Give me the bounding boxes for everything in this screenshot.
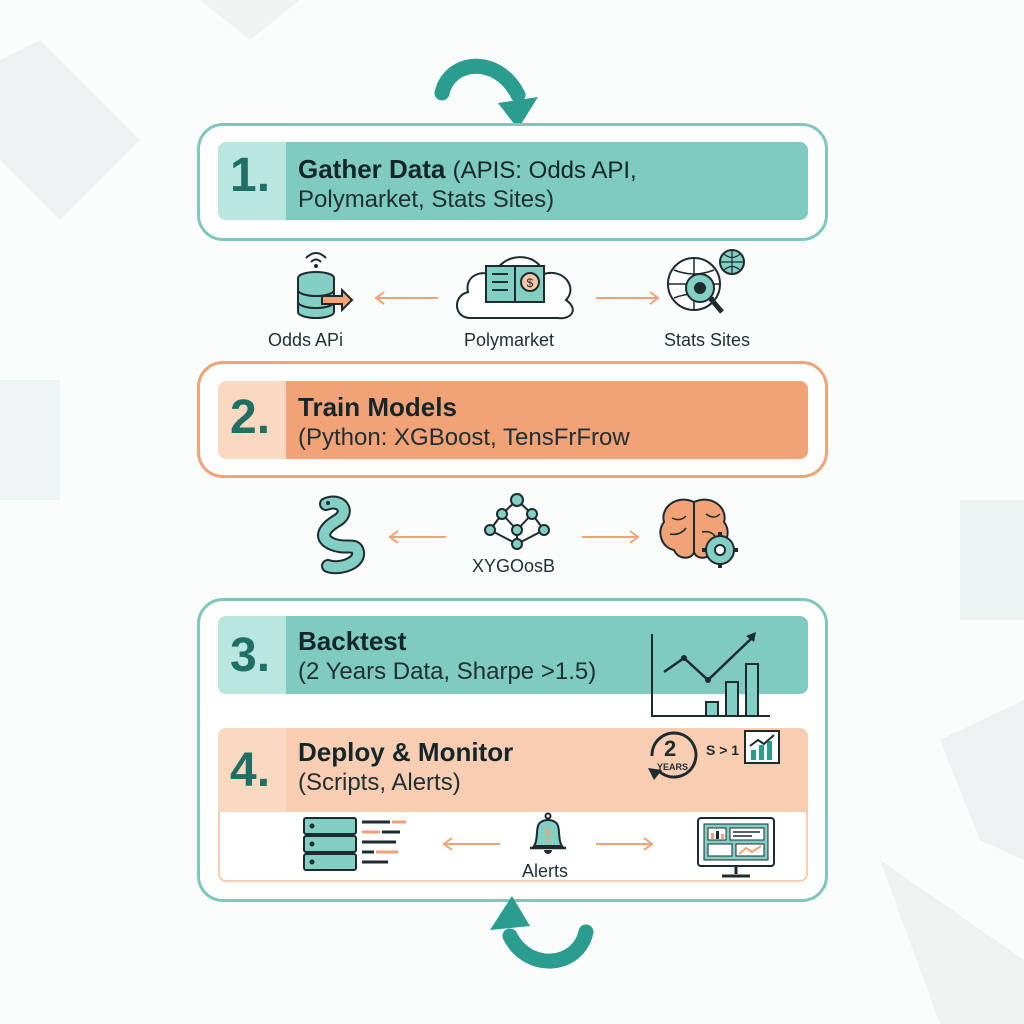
cycle-arrow-top-icon — [434, 58, 538, 129]
step-4-band — [218, 728, 808, 812]
step-1-title-bold: Gather Data — [298, 154, 446, 184]
brain-gear-icon — [659, 498, 738, 568]
globe-magnifier-icon — [667, 249, 745, 314]
python-snake-icon — [317, 495, 365, 575]
arrow-left-4 — [442, 837, 500, 851]
database-api-icon — [297, 252, 354, 319]
step-1-title: Gather Data (APIS: Odds API, — [298, 154, 637, 185]
step-1-number: 1. — [230, 149, 271, 202]
years-number: 2 — [664, 736, 677, 761]
cloud-book-icon: $ — [456, 256, 574, 320]
chart-growth-icon — [651, 632, 770, 717]
polymarket-label: Polymarket — [464, 330, 555, 350]
server-script-icon — [303, 817, 406, 871]
two-years-badge-icon — [648, 731, 698, 780]
arrow-right-4 — [596, 837, 654, 851]
step-3-subtitle: (2 Years Data, Sharpe >1.5) — [298, 658, 597, 685]
step-1-number-block — [218, 142, 808, 220]
step-2-number: 2. — [230, 391, 271, 444]
odds-api-label: Odds APi — [268, 330, 344, 350]
step-1-title-rest: (APIS: Odds API, — [452, 157, 637, 184]
arrow-right-1 — [596, 291, 660, 305]
xgboost-label: XYGOosB — [472, 556, 556, 576]
mini-chart-icon — [744, 730, 780, 764]
stats-sites-label: Stats Sites — [664, 330, 751, 350]
svg-text:$: $ — [527, 276, 534, 290]
monitor-dashboard-icon — [697, 817, 775, 878]
cycle-arrow-bottom-icon — [490, 896, 594, 969]
arrow-right-2 — [582, 530, 640, 544]
step-3-number: 3. — [230, 629, 271, 682]
step-3-title: Backtest — [298, 626, 407, 656]
bell-icon — [530, 812, 566, 854]
step-2-subtitle: (Python: XGBoost, TensFrFrow — [298, 424, 630, 451]
step-1-subtitle: Polymarket, Stats Sites) — [298, 186, 555, 213]
arrow-left-2 — [388, 530, 446, 544]
step-4-title: Deploy & Monitor — [298, 737, 514, 767]
alerts-label: Alerts — [522, 861, 569, 881]
tree-network-icon — [484, 493, 550, 550]
years-text: YEARS — [657, 762, 689, 772]
arrow-left-1 — [374, 291, 438, 305]
sharpe-text: S > 1 — [706, 742, 740, 758]
step-2-title: Train Models — [298, 392, 457, 422]
step-4-subtitle: (Scripts, Alerts) — [298, 769, 461, 796]
step-2-number-block — [218, 381, 808, 459]
step-4-number: 4. — [230, 744, 271, 797]
